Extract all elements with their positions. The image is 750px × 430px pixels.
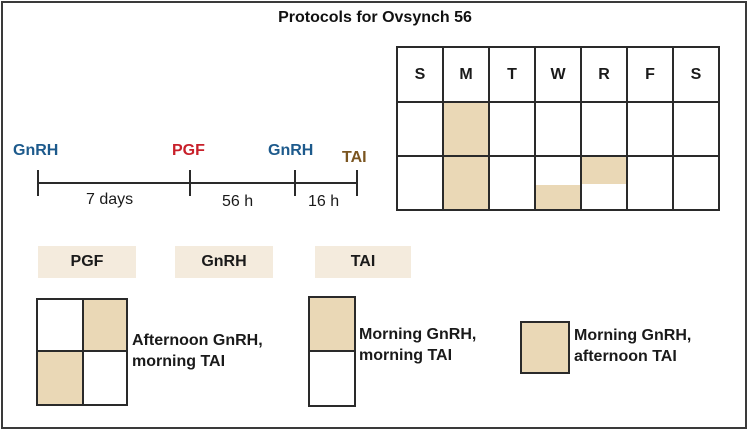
legend-label-afternoon-gnrh-morning-tai: Afternoon GnRH, morning TAI — [132, 332, 263, 370]
calendar-cell — [626, 101, 674, 157]
day-header: R — [580, 46, 628, 103]
timeline-gnrh-start-label: GnRH — [13, 142, 59, 159]
calendar-cell — [626, 155, 674, 211]
calendar-cell — [534, 101, 582, 157]
calendar-cell-thursday — [580, 155, 628, 211]
timeline-gnrh-second-label: GnRH — [268, 142, 314, 159]
day-header: W — [534, 46, 582, 103]
day-header: M — [442, 46, 490, 103]
calendar-cell — [396, 155, 444, 211]
calendar-row — [396, 155, 720, 211]
calendar-cell-monday — [442, 155, 490, 211]
tag-pgf: PGF — [38, 246, 136, 278]
figure-title: Protocols for Ovsynch 56 — [278, 9, 472, 26]
day-header: S — [396, 46, 444, 103]
afternoon-fill — [536, 185, 580, 209]
swatch-fill — [310, 298, 354, 350]
legend-label-morning-gnrh-afternoon-tai: Morning GnRH, afternoon TAI — [574, 327, 692, 365]
interval-7-days: 7 days — [86, 191, 134, 208]
swatch-fill — [38, 351, 82, 404]
timeline-tai-label: TAI — [342, 149, 367, 166]
calendar-cell — [396, 101, 444, 157]
day-header: S — [672, 46, 720, 103]
legend-swatch-afternoon-gnrh-morning-tai — [36, 298, 128, 406]
calendar-cell — [488, 101, 536, 157]
calendar-cell — [672, 155, 720, 211]
interval-16-h: 16 h — [308, 193, 340, 210]
interval-56-h: 56 h — [222, 193, 254, 210]
calendar-cell — [672, 101, 720, 157]
swatch-divider — [310, 350, 354, 352]
calendar-cell — [488, 155, 536, 211]
calendar-cell-monday — [442, 101, 490, 157]
day-header: T — [488, 46, 536, 103]
tag-tai: TAI — [315, 246, 411, 278]
tag-gnrh: GnRH — [175, 246, 273, 278]
timeline-pgf-label: PGF — [172, 142, 205, 159]
day-header: F — [626, 46, 674, 103]
calendar-cell-wednesday — [534, 155, 582, 211]
legend-label-morning-gnrh-morning-tai: Morning GnRH, morning TAI — [359, 326, 477, 364]
calendar-header-row: S M T W R F S — [396, 46, 720, 103]
week-calendar: S M T W R F S — [396, 46, 720, 211]
swatch-divider — [82, 300, 84, 404]
calendar-cell — [580, 101, 628, 157]
swatch-fill — [84, 300, 126, 351]
legend-swatch-morning-gnrh-morning-tai — [308, 296, 356, 407]
legend-swatch-morning-gnrh-afternoon-tai — [520, 321, 570, 374]
calendar-row — [396, 101, 720, 157]
full-day-fill — [444, 157, 488, 209]
morning-afternoon-fill — [444, 103, 488, 155]
morning-fill — [582, 157, 626, 184]
swatch-divider — [38, 350, 126, 352]
